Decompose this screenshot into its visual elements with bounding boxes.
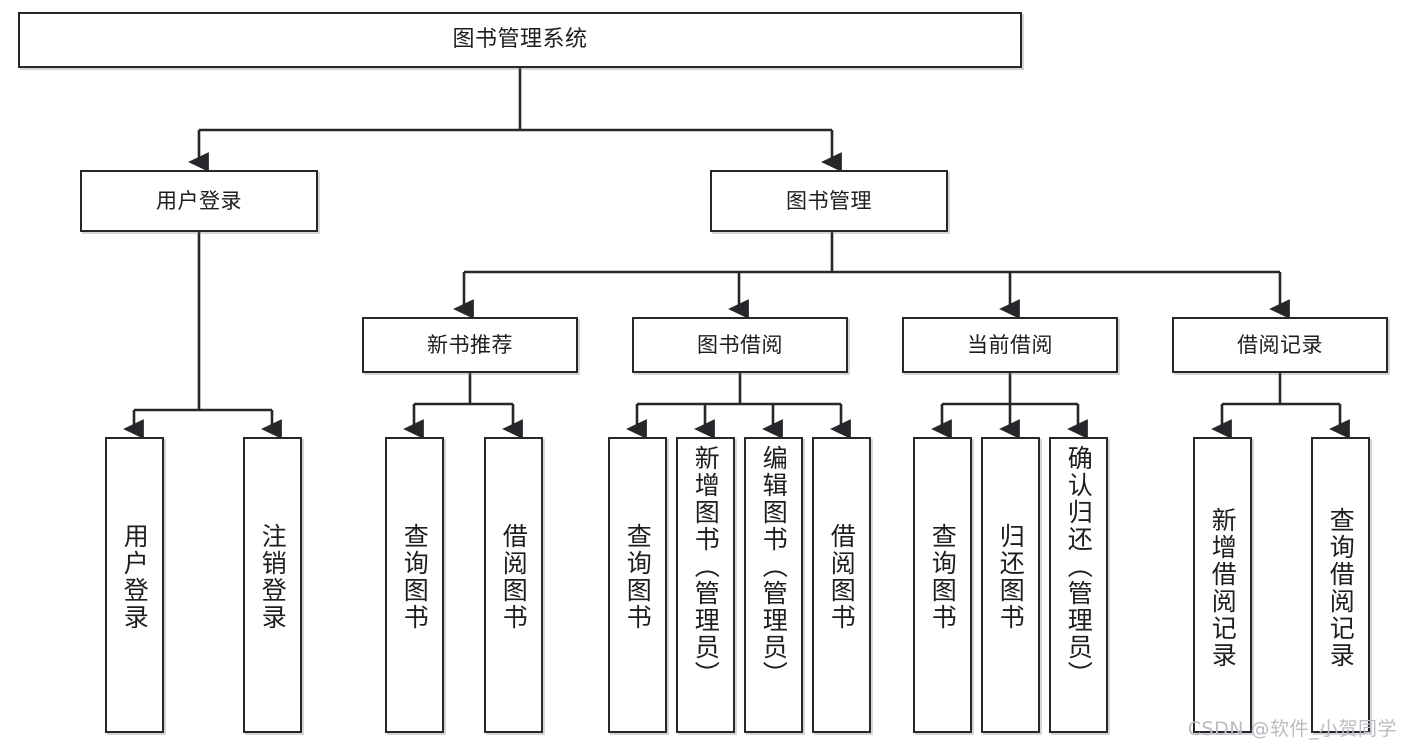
node-label: 查询图书: [928, 523, 958, 631]
node-label: 查询图书: [623, 523, 653, 631]
leaf-borrow-book-1[interactable]: 借阅图书: [484, 437, 543, 733]
leaf-query-book-2[interactable]: 查询图书: [608, 437, 667, 733]
node-label: 借阅记录: [1237, 332, 1323, 357]
node-current-borrow[interactable]: 当前借阅: [902, 317, 1118, 373]
node-label: 借阅图书: [827, 523, 857, 631]
leaf-confirm-return[interactable]: 确认归还（管理员）: [1049, 437, 1108, 733]
node-label: 查询图书: [400, 523, 430, 631]
node-label: 注销登录: [258, 523, 288, 631]
node-label: 新书推荐: [427, 332, 513, 357]
node-book-borrow[interactable]: 图书借阅: [632, 317, 848, 373]
leaf-query-book-3[interactable]: 查询图书: [913, 437, 972, 733]
leaf-edit-book[interactable]: 编辑图书（管理员）: [744, 437, 803, 733]
node-label: 当前借阅: [967, 332, 1053, 357]
node-label: 图书管理: [786, 188, 872, 213]
node-user-login[interactable]: 用户登录: [80, 170, 318, 232]
node-label: 借阅图书: [499, 523, 529, 631]
node-root-system[interactable]: 图书管理系统: [18, 12, 1022, 68]
node-label: 图书管理系统: [452, 27, 588, 53]
csdn-watermark: CSDN @软件_小贺同学: [1187, 718, 1397, 740]
node-label: 用户登录: [156, 188, 242, 213]
node-label: 新增借阅记录: [1208, 507, 1238, 669]
leaf-query-book-1[interactable]: 查询图书: [385, 437, 444, 733]
leaf-query-record[interactable]: 查询借阅记录: [1311, 437, 1370, 733]
leaf-borrow-book-2[interactable]: 借阅图书: [812, 437, 871, 733]
node-label: 新增图书（管理员）: [691, 445, 721, 688]
leaf-add-record[interactable]: 新增借阅记录: [1193, 437, 1252, 733]
leaf-return-book[interactable]: 归还图书: [981, 437, 1040, 733]
leaf-add-book[interactable]: 新增图书（管理员）: [676, 437, 735, 733]
leaf-user-login[interactable]: 用户登录: [105, 437, 164, 733]
node-borrow-record[interactable]: 借阅记录: [1172, 317, 1388, 373]
leaf-logout-login[interactable]: 注销登录: [243, 437, 302, 733]
node-new-book-recommend[interactable]: 新书推荐: [362, 317, 578, 373]
node-label: 归还图书: [996, 523, 1026, 631]
node-label: 确认归还（管理员）: [1064, 445, 1094, 688]
node-book-manage[interactable]: 图书管理: [710, 170, 948, 232]
node-label: 用户登录: [120, 523, 150, 631]
node-label: 图书借阅: [697, 332, 783, 357]
node-label: 编辑图书（管理员）: [759, 445, 789, 688]
node-label: 查询借阅记录: [1326, 507, 1356, 669]
